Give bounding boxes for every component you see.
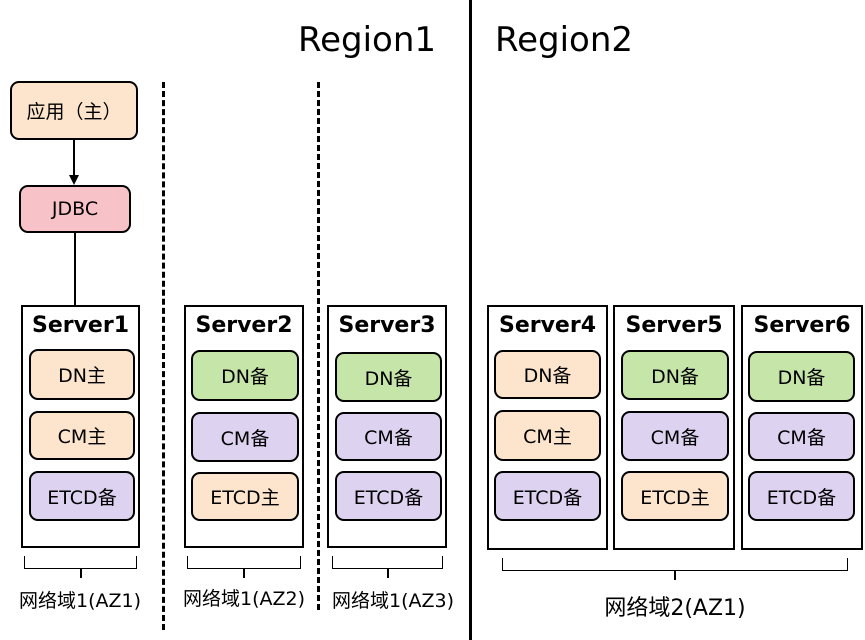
app-primary-label: 应用（主） <box>26 101 122 123</box>
server6-dn: DN备 <box>748 351 855 402</box>
server6-dn-label: DN备 <box>777 367 826 389</box>
server2-dn: DN备 <box>191 350 299 401</box>
server1-dn-label: DN主 <box>58 365 106 387</box>
jdbc-box: JDBC <box>19 185 131 233</box>
az-separator-1 <box>162 82 165 630</box>
server5-dn-label: DN备 <box>651 365 699 388</box>
jdbc-label: JDBC <box>51 198 99 220</box>
region2-title: Region2 <box>495 20 634 60</box>
server3-etcd: ETCD备 <box>335 471 442 521</box>
region-separator-line <box>469 0 472 640</box>
zone2-brace <box>187 556 301 569</box>
server3-cm: CM备 <box>335 412 442 461</box>
server2-title: Server2 <box>195 313 293 338</box>
server3-dn-label: DN备 <box>364 367 413 390</box>
server3-title: Server3 <box>338 313 436 338</box>
server2-dn-label: DN备 <box>221 366 269 388</box>
server5-cm: CM备 <box>621 411 729 461</box>
server1-cm: CM主 <box>29 411 135 460</box>
region1-title: Region1 <box>298 20 437 60</box>
server1-cm-label: CM主 <box>57 426 107 448</box>
zone2-label: 网络域1(AZ2) <box>182 588 306 610</box>
server3-cm-label: CM备 <box>364 427 413 449</box>
server5-etcd-label: ETCD主 <box>640 486 710 509</box>
zone2-brace-tick <box>243 569 245 578</box>
server4-cm-label: CM主 <box>523 426 572 448</box>
zone1-brace-tick <box>80 569 82 578</box>
zone4-label: 网络域2(AZ1) <box>604 596 746 621</box>
zone3-label: 网络域1(AZ3) <box>331 590 455 612</box>
server2-etcd: ETCD主 <box>191 472 299 521</box>
server6-title: Server6 <box>753 313 851 338</box>
server1-etcd-label: ETCD备 <box>47 486 117 509</box>
zone1-label: 网络域1(AZ1) <box>18 590 142 612</box>
server4-cm: CM主 <box>494 410 601 461</box>
server6-etcd: ETCD备 <box>748 471 855 521</box>
server4-etcd: ETCD备 <box>494 471 601 521</box>
server4-dn-label: DN备 <box>523 365 572 387</box>
server1-dn: DN主 <box>29 349 135 400</box>
server6-cm-label: CM备 <box>777 427 826 449</box>
server6-etcd-label: ETCD备 <box>766 486 837 509</box>
app-to-jdbc-arrowhead <box>69 175 79 185</box>
zone1-brace <box>24 556 137 569</box>
server5-cm-label: CM备 <box>650 426 700 449</box>
server5-etcd: ETCD主 <box>621 471 729 521</box>
server2-cm-label: CM备 <box>220 427 270 450</box>
server4-title: Server4 <box>498 313 597 338</box>
server2-etcd-label: ETCD主 <box>210 487 280 509</box>
zone3-brace <box>332 556 443 569</box>
server6-cm: CM备 <box>748 412 855 461</box>
app-primary-box: 应用（主） <box>10 81 138 140</box>
zone4-brace-tick <box>674 571 676 580</box>
server4-dn: DN备 <box>494 350 601 399</box>
server2-cm: CM备 <box>191 412 299 462</box>
server1-etcd: ETCD备 <box>29 471 135 521</box>
zone4-brace <box>502 558 848 571</box>
az-separator-2 <box>317 82 320 610</box>
server5-title: Server5 <box>625 313 723 338</box>
server4-etcd-label: ETCD备 <box>512 486 583 509</box>
zone3-brace-tick <box>387 569 389 578</box>
server3-etcd-label: ETCD备 <box>353 486 424 509</box>
server3-dn: DN备 <box>335 352 442 402</box>
server1-title: Server1 <box>31 313 130 338</box>
server5-dn: DN备 <box>621 350 729 400</box>
